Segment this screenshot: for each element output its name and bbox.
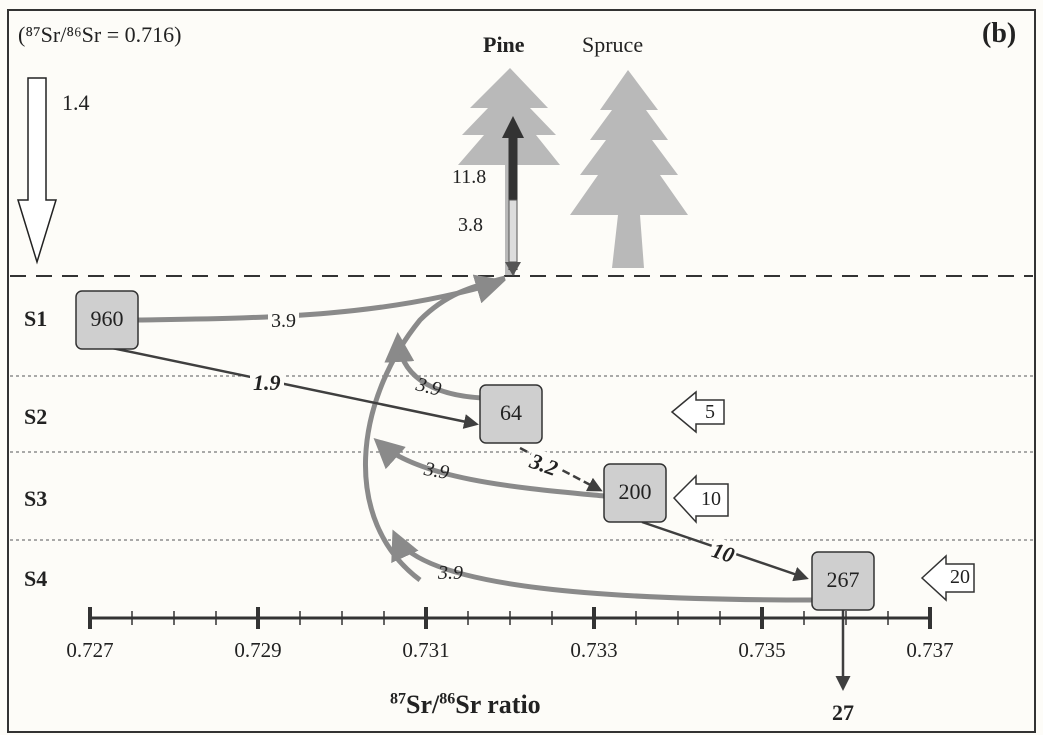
x-tick-label: 0.737 xyxy=(906,638,954,662)
flux-s3-up-value: 3.9 xyxy=(422,458,451,485)
layer-label-s4: S4 xyxy=(24,566,48,591)
uptake-value: 11.8 xyxy=(452,166,487,188)
x-axis-title: 87Sr/86Sr ratio xyxy=(390,690,541,720)
x-axis-title-sr1: Sr/ xyxy=(406,690,440,719)
input-s4-value: 20 xyxy=(950,566,970,588)
layer-label-s1: S1 xyxy=(24,306,48,331)
flux-s4-up-value: 3.9 xyxy=(438,562,463,584)
layer-label-s3: S3 xyxy=(24,486,48,511)
spruce-tree-icon xyxy=(570,70,688,268)
weathering-s3-arrow-icon xyxy=(672,474,729,524)
flux-s4-out-value: 27 xyxy=(832,700,854,725)
x-axis-ticks xyxy=(88,607,932,629)
pine-uptake-arrowhead-icon xyxy=(502,116,524,138)
pool-s4-value: 267 xyxy=(826,567,860,592)
pool-s4-box xyxy=(811,551,875,611)
pool-s1-box xyxy=(75,290,139,350)
flux-s1-to-pine-value: 3.9 xyxy=(268,310,299,333)
x-tick-label: 0.727 xyxy=(66,638,114,662)
pool-s2-value: 64 xyxy=(500,400,522,425)
x-tick-label: 0.729 xyxy=(234,638,282,662)
layer-label-s2: S2 xyxy=(24,404,48,429)
pine-label: Pine xyxy=(483,32,525,57)
recycling-trunk-arrow xyxy=(362,275,506,582)
flux-s3-up-arrow xyxy=(373,437,605,499)
weathering-s2-arrow-icon xyxy=(670,390,725,434)
flux-s1-to-s2-value: 1.9 xyxy=(250,370,284,396)
x-axis-title-sr2: Sr ratio xyxy=(455,690,541,719)
x-tick-label: 0.733 xyxy=(570,638,618,662)
x-axis-title-iso2: 86 xyxy=(439,690,456,708)
input-s2-value: 5 xyxy=(705,401,715,423)
pine-return-arrow xyxy=(508,199,518,263)
return-value: 3.8 xyxy=(458,214,483,236)
pine-return-arrowhead-icon xyxy=(505,262,521,276)
panel-label: (b) xyxy=(982,18,1017,49)
spruce-label: Spruce xyxy=(582,32,644,57)
pool-s3-value: 200 xyxy=(618,479,652,504)
flux-s1-to-s2-arrow xyxy=(111,346,479,429)
x-axis-title-iso1: 87 xyxy=(390,690,406,708)
pool-s2-box xyxy=(479,384,543,444)
x-tick-label: 0.735 xyxy=(738,638,786,662)
deposition-arrow-icon xyxy=(16,77,58,265)
ratio-note: (⁸⁷Sr/⁸⁶Sr = 0.716) xyxy=(18,22,182,47)
pool-s3-box xyxy=(603,463,667,523)
flux-s4-up-arrow xyxy=(391,529,813,603)
pool-s1-value: 960 xyxy=(90,306,124,331)
deposition-value: 1.4 xyxy=(62,90,90,115)
input-s3-value: 10 xyxy=(701,488,721,510)
weathering-s4-arrow-icon xyxy=(920,554,975,602)
x-tick-label: 0.731 xyxy=(402,638,450,662)
